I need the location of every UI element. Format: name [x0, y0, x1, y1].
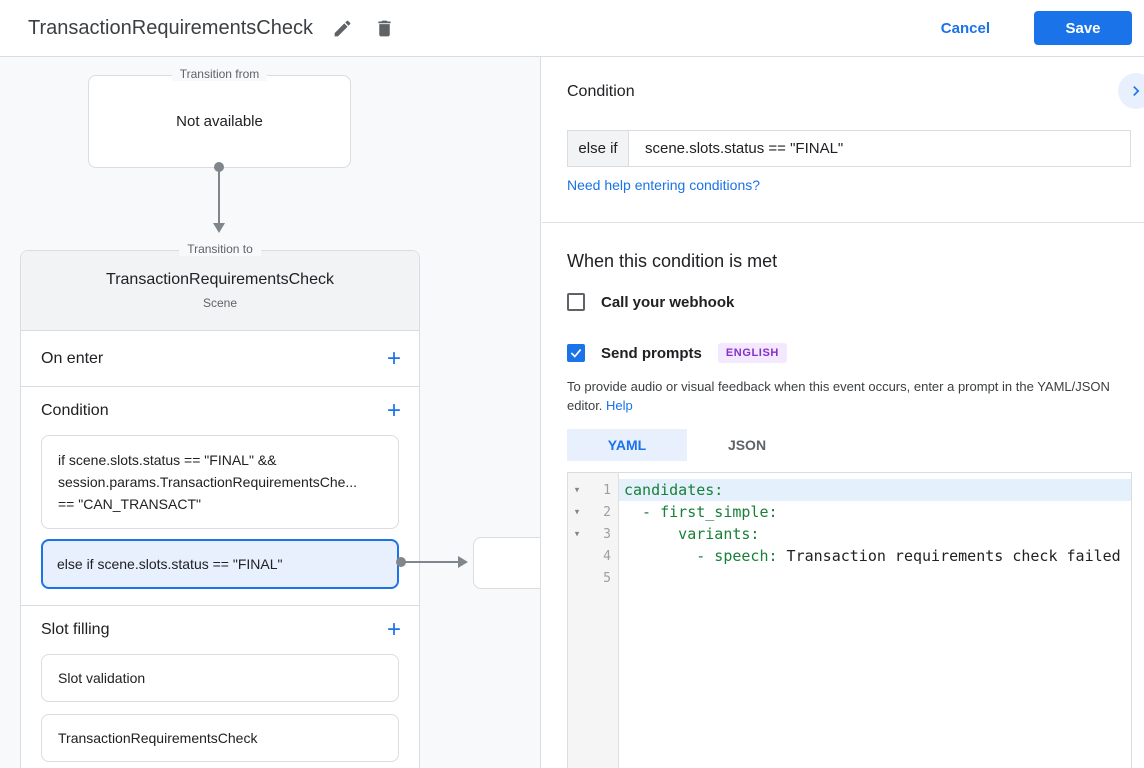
fold-toggle-icon[interactable]: ▾	[572, 529, 582, 540]
top-bar: TransactionRequirementsCheck Cancel Save	[0, 0, 1144, 57]
transition-target-box[interactable]	[473, 537, 541, 589]
editor-gutter: ▾ 1 ▾ 2 ▾ 3 4 5	[568, 473, 619, 768]
page-title: TransactionRequirementsCheck	[28, 17, 313, 40]
gutter-line: 4	[568, 545, 618, 567]
yaml-key: variants:	[624, 525, 759, 543]
transition-to-label: Transition to	[179, 242, 261, 256]
code-line: candidates:	[619, 479, 1131, 501]
gutter-line: ▾ 3	[568, 523, 618, 545]
when-condition-met-title: When this condition is met	[567, 251, 777, 272]
condition-line: else if scene.slots.status == "FINAL"	[57, 553, 383, 575]
condition-line: == "CAN_TRANSACT"	[58, 493, 382, 515]
trash-icon	[374, 18, 395, 39]
yaml-key: candidates:	[624, 481, 723, 499]
yaml-key: - first_simple:	[624, 503, 778, 521]
slot-item-label: Slot validation	[58, 670, 145, 686]
transition-from-content: Not available	[176, 113, 263, 130]
transition-from-label: Transition from	[172, 67, 268, 81]
code-line: - first_simple:	[619, 501, 1131, 523]
delete-scene-button[interactable]	[373, 16, 397, 40]
yaml-key: - speech:	[624, 547, 778, 565]
condition-label: Condition	[41, 402, 109, 420]
slot-item-validation[interactable]: Slot validation	[41, 654, 399, 702]
panel-divider	[542, 222, 1144, 223]
language-badge: ENGLISH	[718, 343, 787, 363]
tab-yaml[interactable]: YAML	[567, 429, 687, 461]
condition-line: session.params.TransactionRequirementsCh…	[58, 471, 382, 493]
line-number: 3	[603, 527, 611, 542]
condition-detail-panel: Condition else if scene.slots.status == …	[542, 57, 1144, 768]
send-prompts-option[interactable]: Send prompts ENGLISH	[567, 343, 787, 363]
add-condition-button[interactable]: +	[387, 399, 401, 423]
scene-name: TransactionRequirementsCheck	[106, 271, 334, 289]
add-slot-button[interactable]: +	[387, 618, 401, 642]
gutter-line: ▾ 1	[568, 479, 618, 501]
line-number: 1	[603, 483, 611, 498]
connector-line-horizontal	[404, 561, 458, 563]
webhook-checkbox-unchecked[interactable]	[567, 293, 585, 311]
code-line: variants:	[619, 523, 1131, 545]
gutter-line: ▾ 2	[568, 501, 618, 523]
prompt-description: To provide audio or visual feedback when…	[567, 377, 1127, 415]
editor-code-area[interactable]: candidates: - first_simple: variants: - …	[619, 473, 1131, 768]
line-number: 5	[603, 571, 611, 586]
save-button[interactable]: Save	[1034, 11, 1132, 45]
send-prompts-label: Send prompts	[601, 345, 702, 362]
slot-filling-section-head: Slot filling +	[21, 606, 419, 654]
check-icon	[569, 346, 583, 360]
fold-toggle-icon[interactable]: ▾	[572, 507, 582, 518]
condition-expression-row: else if scene.slots.status == "FINAL"	[567, 130, 1131, 167]
edit-scene-button[interactable]	[331, 16, 355, 40]
webhook-label: Call your webhook	[601, 294, 734, 311]
line-number: 2	[603, 505, 611, 520]
slot-item-transaction-check[interactable]: TransactionRequirementsCheck	[41, 714, 399, 762]
slot-filling-label: Slot filling	[41, 621, 109, 639]
condition-item-elseif-selected[interactable]: else if scene.slots.status == "FINAL"	[41, 539, 399, 589]
fold-toggle-icon[interactable]: ▾	[572, 485, 582, 496]
slot-item-label: TransactionRequirementsCheck	[58, 730, 257, 746]
on-enter-label: On enter	[41, 350, 103, 368]
scene-diagram-canvas: Transition from Not available Transition…	[0, 57, 541, 768]
tab-json[interactable]: JSON	[687, 429, 807, 461]
conditions-help-link[interactable]: Need help entering conditions?	[567, 177, 760, 193]
transition-from-box: Transition from Not available	[88, 75, 351, 168]
condition-section-head: Condition +	[21, 387, 419, 435]
send-prompts-checkbox-checked[interactable]	[567, 344, 585, 362]
collapse-panel-button[interactable]	[1118, 73, 1144, 109]
scene-type: Scene	[203, 296, 237, 310]
condition-expression-input[interactable]: scene.slots.status == "FINAL"	[629, 131, 1130, 166]
pencil-icon	[332, 18, 353, 39]
arrow-down-icon	[213, 223, 225, 233]
cancel-button[interactable]: Cancel	[941, 20, 990, 37]
condition-item-if[interactable]: if scene.slots.status == "FINAL" && sess…	[41, 435, 399, 529]
arrow-right-icon	[458, 556, 468, 568]
call-webhook-option[interactable]: Call your webhook	[567, 293, 734, 311]
code-line: - speech: Transaction requirements check…	[619, 545, 1131, 567]
connector-line-vertical	[218, 169, 220, 224]
editor-format-tabs: YAML JSON	[567, 429, 807, 461]
chevron-right-icon	[1126, 81, 1144, 101]
on-enter-row: On enter +	[21, 331, 419, 387]
prompt-description-text: To provide audio or visual feedback when…	[567, 379, 1110, 413]
condition-prefix: else if	[568, 131, 629, 166]
line-number: 4	[603, 549, 611, 564]
prompt-code-editor: ▾ 1 ▾ 2 ▾ 3 4 5	[567, 472, 1132, 768]
yaml-value: Transaction requirements check failed	[778, 547, 1121, 565]
condition-section: Condition + if scene.slots.status == "FI…	[21, 387, 419, 606]
slot-filling-section: Slot filling + Slot validation Transacti…	[21, 606, 419, 768]
panel-title: Condition	[567, 83, 635, 101]
scene-card-header: TransactionRequirementsCheck Scene	[21, 251, 419, 331]
transition-to-card: Transition to TransactionRequirementsChe…	[20, 250, 420, 768]
code-line	[619, 567, 1131, 589]
gutter-line: 5	[568, 567, 618, 589]
help-link[interactable]: Help	[606, 398, 633, 413]
add-on-enter-button[interactable]: +	[387, 347, 401, 371]
condition-line: if scene.slots.status == "FINAL" &&	[58, 449, 382, 471]
